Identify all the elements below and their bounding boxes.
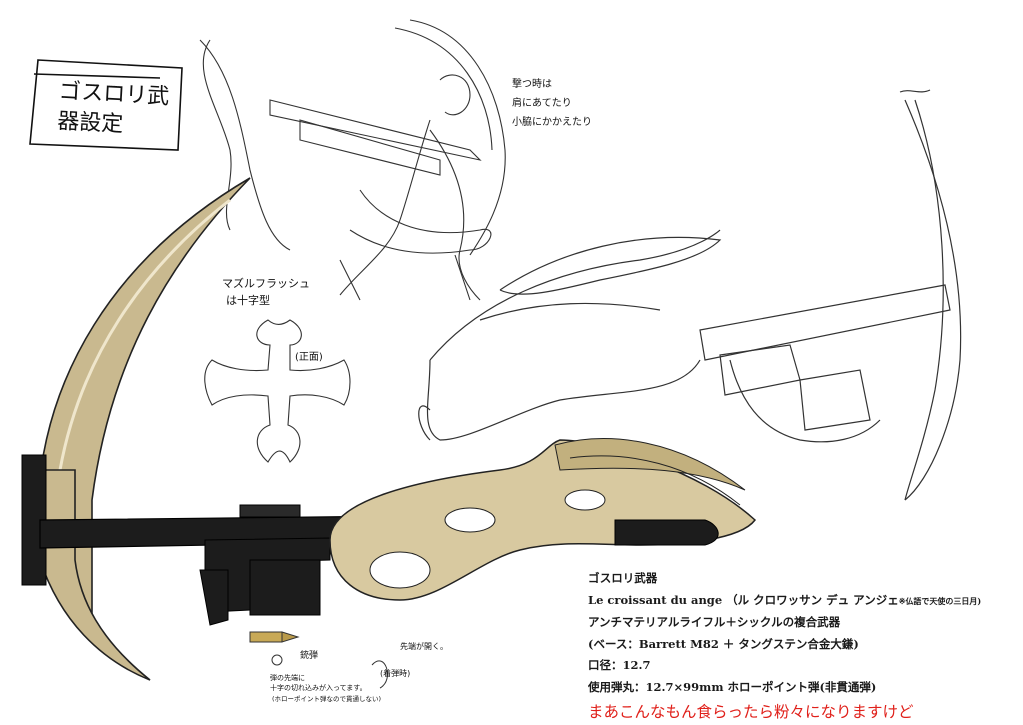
note-tip-open: 先端が開く。	[400, 642, 448, 651]
spec-name-fr-line: Le croissant du ange （ル クロワッサン デュ アンジェ※仏…	[588, 590, 1018, 613]
note-shoot-3: 小脇にかかえたり	[512, 117, 592, 128]
note-shoot-2: 肩にあてたり	[512, 98, 572, 109]
note-front: (正面)	[295, 352, 323, 363]
spec-name: ゴスロリ武器	[588, 571, 658, 585]
winged-stock	[329, 439, 757, 601]
bullet-icon	[249, 631, 300, 643]
spec-ammo: 使用弾丸：12.7×99mm ホローポイント弾(非貫通弾)	[588, 679, 877, 694]
spec-name-fr: Le croissant du ange （ル クロワッサン デュ アンジェ	[588, 592, 899, 607]
note-impact: (着弾時)	[380, 669, 411, 678]
main-weapon	[21, 177, 757, 689]
note-bullet: 銃弾	[300, 651, 319, 661]
rifle-sketch	[418, 89, 962, 501]
weapon-spec: ゴスロリ武器 Le croissant du ange （ル クロワッサン デュ…	[588, 568, 1018, 698]
spec-type: アンチマテリアルライフル＋シックルの複合武器	[588, 615, 841, 629]
spec-caliber: 口径：12.7	[588, 658, 651, 672]
note-shoot-1: 撃つ時は	[512, 79, 552, 90]
note-muzzle-2: は十字型	[226, 294, 270, 307]
comment-text: まあこんなもん食らったら粉々になりますけど	[588, 703, 914, 721]
spec-base: (ベース：Barrett M82 ＋ タングステン合金大鎌)	[588, 636, 859, 651]
note-muzzle-1: マズルフラッシュ	[222, 277, 310, 290]
character-sketch	[199, 19, 506, 301]
spec-name-note: ※仏語で天使の三日月)	[898, 595, 982, 606]
title-box	[29, 59, 183, 151]
note-tip-2: 十字の切れ込みが入ってます。	[270, 684, 367, 692]
muzzle-flash-cross	[204, 319, 351, 463]
handwritten-title: ゴスロリ武器設定	[56, 79, 170, 138]
note-tip-1: 弾の先端に	[270, 674, 305, 682]
note-tip-3: (ホローポイント弾なので貫通しない)	[272, 695, 382, 703]
